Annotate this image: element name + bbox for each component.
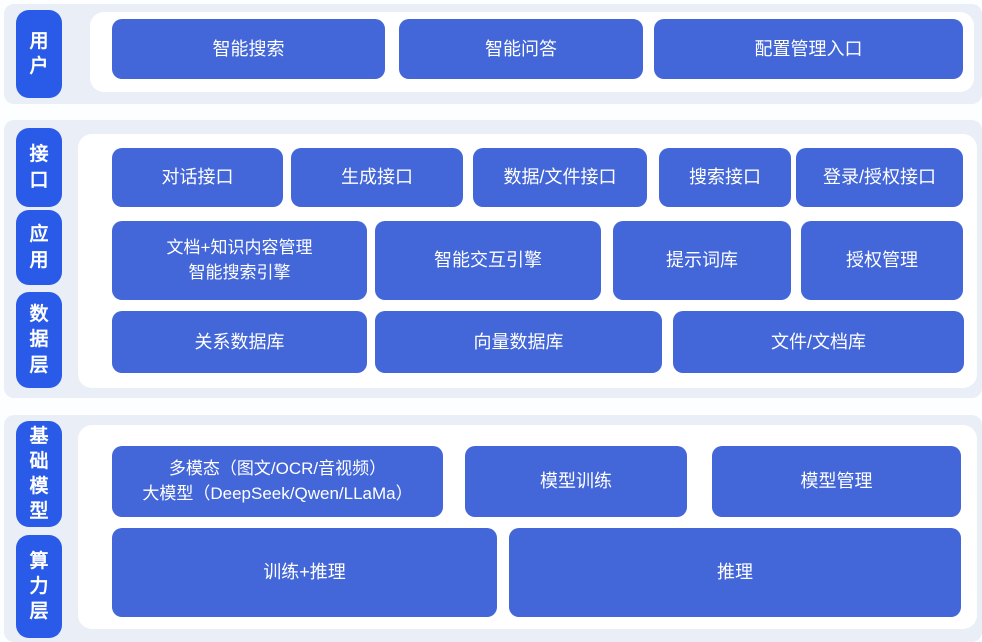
node-intelligent-interaction-engine: 智能交互引擎 [375, 221, 601, 300]
node-generation-api: 生成接口 [291, 148, 463, 207]
node-vector-db: 向量数据库 [375, 311, 662, 373]
node-multimodal-llm: 多模态（图文/OCR/音视频） 大模型（DeepSeek/Qwen/LLaMa） [112, 446, 443, 517]
node-inference: 推理 [509, 528, 961, 617]
layer-label-data-text: 数据层 [29, 304, 49, 376]
layer-label-interface: 接口 [16, 128, 62, 207]
node-authorization-management: 授权管理 [801, 221, 963, 300]
node-config-management-entry: 配置管理入口 [654, 19, 963, 79]
node-dialog-api: 对话接口 [112, 148, 283, 207]
layer-label-interface-text: 接口 [29, 144, 49, 191]
node-model-training: 模型训练 [465, 446, 687, 517]
layer-label-user: 用户 [16, 10, 62, 98]
node-doc-knowledge-search-engine: 文档+知识内容管理 智能搜索引擎 [112, 221, 367, 300]
node-login-auth-api: 登录/授权接口 [796, 148, 963, 207]
node-data-file-api: 数据/文件接口 [473, 148, 647, 207]
layer-label-foundation-model-text: 基础模型 [29, 425, 49, 523]
layer-label-user-text: 用户 [29, 30, 49, 77]
node-search-api: 搜索接口 [659, 148, 791, 207]
layer-label-application: 应用 [16, 210, 62, 285]
layer-label-application-text: 应用 [29, 224, 49, 271]
node-smart-qa: 智能问答 [399, 19, 643, 79]
node-relational-db: 关系数据库 [112, 311, 367, 373]
node-prompt-library: 提示词库 [613, 221, 791, 300]
node-smart-search: 智能搜索 [112, 19, 385, 79]
node-file-doc-store: 文件/文档库 [673, 311, 964, 373]
node-training-inference: 训练+推理 [112, 528, 497, 617]
layer-label-data: 数据层 [16, 292, 62, 388]
node-model-management: 模型管理 [712, 446, 961, 517]
layer-label-foundation-model: 基础模型 [16, 421, 62, 527]
layer-label-compute-text: 算力层 [29, 550, 49, 623]
layer-label-compute: 算力层 [16, 535, 62, 638]
